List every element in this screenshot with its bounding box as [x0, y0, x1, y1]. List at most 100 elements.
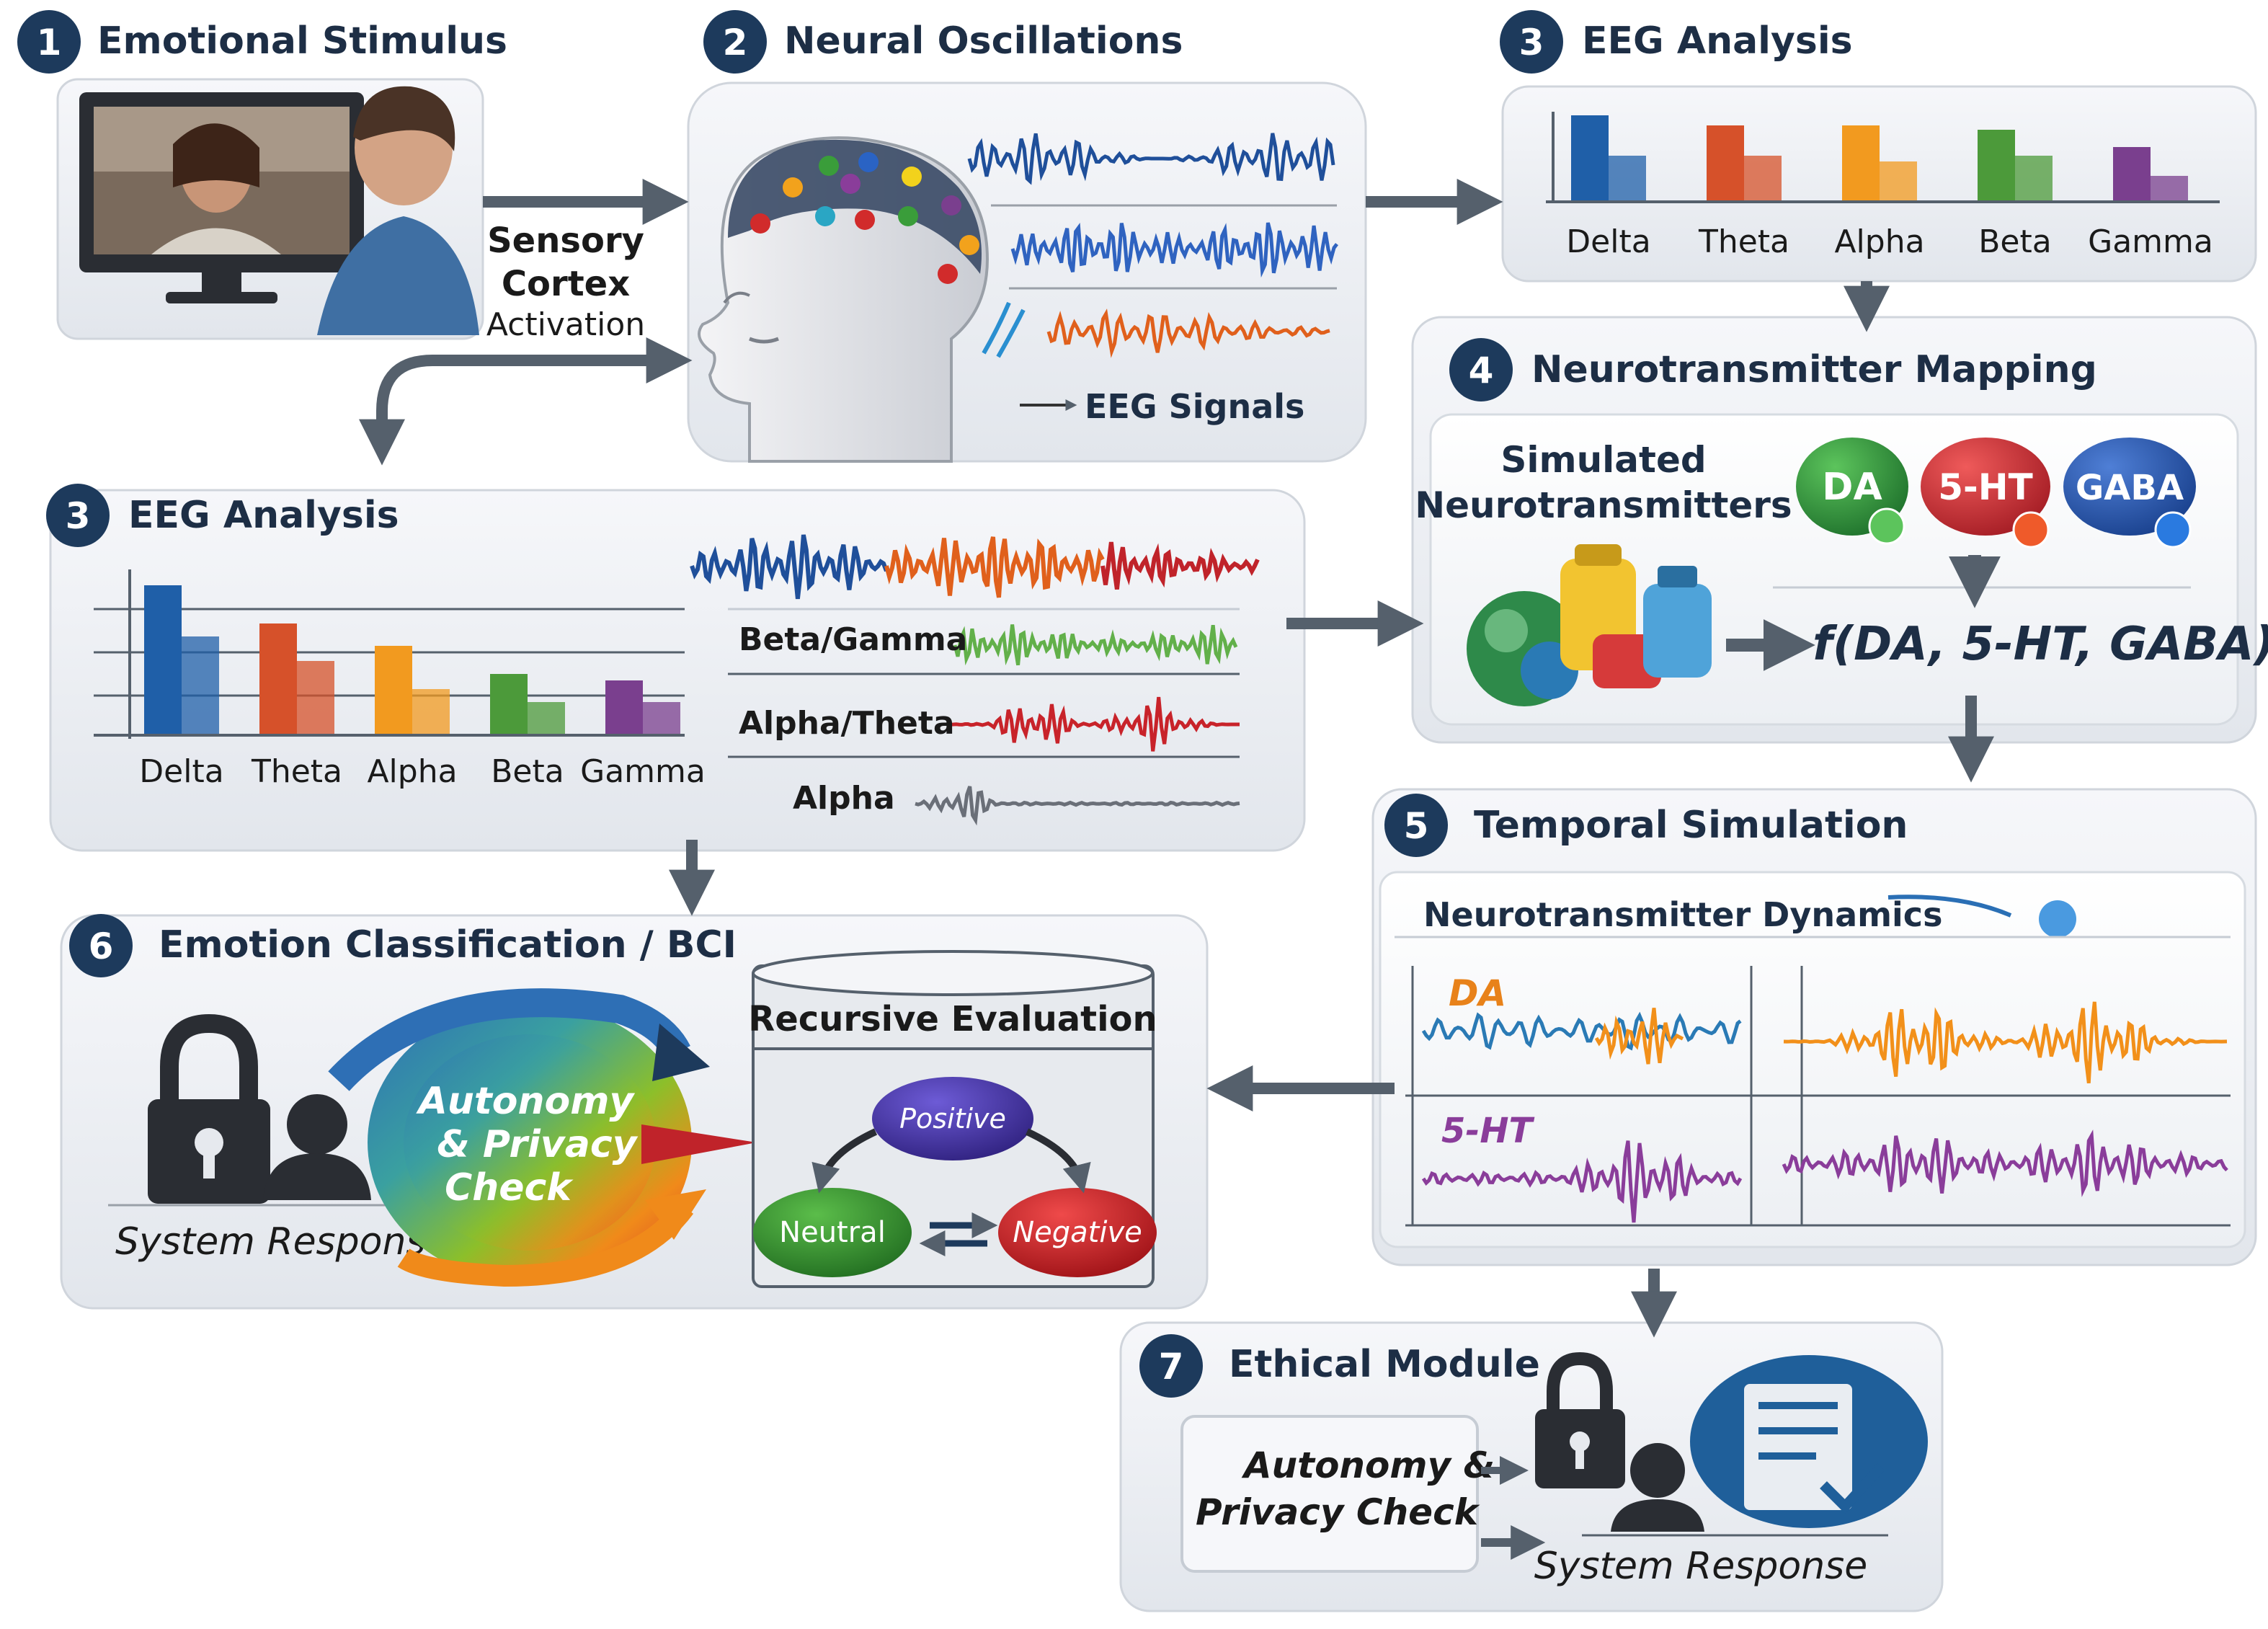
step-1-title: Emotional Stimulus: [97, 19, 507, 63]
wave-label-beta-gamma: Beta/Gamma: [739, 621, 967, 658]
step-3-title-top: EEG Analysis: [1582, 19, 1853, 63]
bar-beta-secondary: [2015, 156, 2053, 200]
simulated-neurotransmitters-label: Simulated Neurotransmitters: [1415, 439, 1792, 526]
bar-theta-secondary: [297, 661, 334, 734]
svg-text:Negative: Negative: [1013, 1216, 1142, 1249]
svg-text:3: 3: [66, 495, 91, 537]
sensory-label: Sensory Cortex Activation: [486, 221, 645, 343]
user-icon: [263, 1094, 371, 1200]
da-trace-label: DA: [1449, 972, 1506, 1014]
step-3-title-main: EEG Analysis: [128, 494, 399, 537]
autonomy-ring: [328, 988, 757, 1287]
flow-arrows: [359, 179, 1994, 1338]
band-label-beta: Beta: [491, 753, 564, 790]
bar-beta-primary: [1978, 130, 2015, 200]
evaluation-cycle-arrows: [811, 1128, 1091, 1256]
band-label-gamma: Gamma: [580, 753, 706, 790]
svg-text:1: 1: [37, 22, 62, 63]
da-badge: DA: [1796, 438, 1908, 545]
bar-theta-secondary: [1744, 156, 1782, 200]
bar-gamma-secondary: [643, 702, 680, 734]
bar-beta-primary: [490, 674, 528, 734]
bar-alpha-secondary: [412, 689, 450, 734]
svg-text:Neurotransmitters: Neurotransmitters: [1415, 484, 1792, 526]
bar-delta-primary: [144, 585, 182, 734]
bar-alpha-primary: [375, 646, 412, 734]
eeg-electrodes: [750, 152, 979, 284]
bar-delta-primary: [1571, 115, 1609, 200]
step-6-header: 6 Emotion Classification / BCI: [69, 914, 737, 977]
bar-beta-secondary: [528, 702, 565, 734]
svg-text:GABA: GABA: [2076, 468, 2184, 508]
step-2-header: 2 Neural Oscillations: [703, 10, 1183, 74]
step-4-title: Neurotransmitter Mapping: [1531, 348, 2097, 391]
ring-label-line2: & Privacy: [437, 1123, 638, 1166]
panel-temporal-simulation: [1371, 788, 2257, 1266]
ring-label-line1: Autonomy: [416, 1080, 636, 1123]
step-3-header-top: 3 EEG Analysis: [1500, 10, 1853, 74]
bar-alpha-secondary: [1880, 161, 1917, 200]
system-response-label: System Response: [115, 1220, 449, 1264]
step-3-header-main: 3 EEG Analysis: [46, 484, 399, 547]
band-label-theta: Theta: [1698, 223, 1789, 260]
ethical-label-line2: Privacy Check: [1196, 1491, 1480, 1533]
step-2-title: Neural Oscillations: [784, 19, 1183, 63]
band-label-delta: Delta: [1566, 223, 1650, 260]
band-label-theta: Theta: [251, 753, 342, 790]
neutral-node: Neutral: [753, 1188, 912, 1277]
eeg-signals-label: EEG Signals: [1085, 387, 1304, 426]
ethical-lock-icon: [1535, 1351, 1625, 1488]
bar-delta-secondary: [1609, 156, 1646, 200]
lock-icon: [148, 1013, 270, 1204]
step-7-title: Ethical Module: [1229, 1343, 1540, 1386]
wave-label-alpha-theta: Alpha/Theta: [739, 705, 955, 742]
svg-text:5-HT: 5-HT: [1938, 466, 2033, 508]
svg-text:6: 6: [89, 926, 114, 967]
step-5-header: 5 Temporal Simulation: [1384, 794, 1908, 857]
svg-text:DA: DA: [1822, 466, 1882, 509]
temporal-decoration: [1395, 895, 2231, 938]
svg-text:Positive: Positive: [899, 1103, 1006, 1135]
ethical-label-line1: Autonomy &: [1241, 1444, 1495, 1486]
bar-theta-primary: [1707, 125, 1744, 200]
temporal-grid: [1405, 966, 2231, 1227]
svg-text:Sensory: Sensory: [487, 221, 644, 261]
panel-eeg-analysis-main: [49, 489, 1306, 852]
eeg-wave-stack: [967, 133, 1338, 411]
svg-text:Cortex: Cortex: [502, 264, 630, 304]
step-1-header: 1 Emotional Stimulus: [17, 10, 507, 74]
svg-text:3: 3: [1519, 22, 1544, 63]
band-label-alpha: Alpha: [367, 753, 457, 790]
negative-node: Negative: [998, 1188, 1157, 1277]
ethical-system-response: System Response: [1534, 1545, 1868, 1588]
document-check-icon: [1690, 1355, 1928, 1528]
bar-alpha-primary: [1842, 125, 1880, 200]
band-label-beta: Beta: [1978, 223, 2051, 260]
recursive-evaluation-title: Recursive Evaluation: [748, 999, 1157, 1039]
svg-text:7: 7: [1159, 1346, 1184, 1388]
svg-text:Simulated: Simulated: [1500, 439, 1706, 481]
wave-label-alpha: Alpha: [793, 780, 895, 817]
ethical-user-icon: [1611, 1443, 1704, 1532]
svg-text:Neutral: Neutral: [779, 1216, 886, 1249]
bar-gamma-secondary: [2151, 176, 2188, 200]
svg-text:Activation: Activation: [486, 306, 645, 343]
ethical-check-box: [1180, 1415, 1479, 1573]
gaba-badge: GABA: [2063, 438, 2196, 549]
5ht-badge: 5-HT: [1921, 438, 2050, 549]
band-label-delta: Delta: [139, 753, 223, 790]
bar-gamma-primary: [605, 680, 643, 734]
band-label-gamma: Gamma: [2088, 223, 2213, 260]
formula: f(DA, 5-HT, GABA): [1813, 618, 2268, 671]
step-6-title: Emotion Classification / BCI: [159, 923, 737, 967]
ring-label-line3: Check: [445, 1166, 574, 1209]
temporal-traces: [1421, 1001, 2228, 1223]
ht-trace-label: 5-HT: [1441, 1111, 1534, 1151]
bar-theta-primary: [259, 623, 297, 734]
main-wave-stack: [690, 534, 1260, 826]
bar-gamma-primary: [2113, 147, 2151, 200]
monitor-illustration: [79, 92, 364, 303]
step-5-title: Temporal Simulation: [1474, 804, 1908, 847]
